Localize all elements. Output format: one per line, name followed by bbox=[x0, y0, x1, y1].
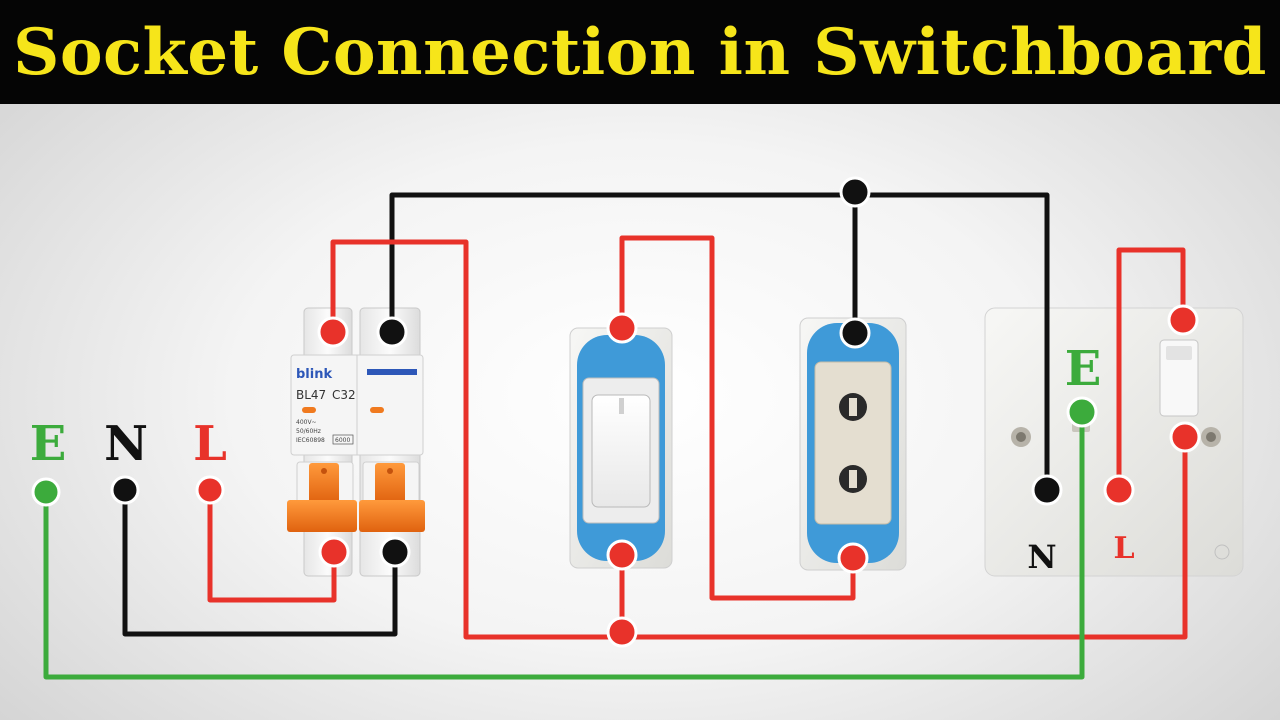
terminal-outlet-live bbox=[1103, 474, 1135, 506]
breaker-spec-capacity: 6000 bbox=[335, 437, 350, 444]
switch-rocker bbox=[591, 394, 651, 508]
breaker-toggle-left bbox=[287, 500, 357, 532]
wire-neutral-bus bbox=[389, 192, 1050, 493]
label-outlet-live: L bbox=[1113, 531, 1134, 566]
label-outlet-neutral: N bbox=[1027, 538, 1056, 576]
breaker-handle-right bbox=[375, 463, 405, 503]
breaker-rating: C32 bbox=[332, 388, 356, 402]
terminal-breaker-neutral-out bbox=[376, 316, 408, 348]
breaker-spec-freq: 50/60Hz bbox=[296, 428, 321, 435]
two-pin-socket bbox=[799, 317, 907, 571]
terminal-switch-bottom bbox=[606, 539, 638, 571]
breaker-model: BL47 bbox=[296, 388, 326, 402]
breaker-spec-voltage: 400V~ bbox=[296, 419, 317, 426]
breaker-handle-left bbox=[309, 463, 339, 503]
wire-live-supply bbox=[207, 487, 337, 603]
label-supply-live: L bbox=[193, 416, 227, 472]
terminal-supply-neutral bbox=[110, 475, 140, 505]
terminal-switch-top bbox=[606, 312, 638, 344]
terminal-outlet-switch bbox=[1167, 304, 1199, 336]
wire-switch-to-socket bbox=[619, 235, 856, 601]
terminal-socket-neutral bbox=[839, 317, 871, 349]
label-outlet-earth: E bbox=[1065, 341, 1102, 397]
terminal-outlet-earth bbox=[1066, 396, 1098, 428]
wire-earth bbox=[43, 409, 1085, 680]
breaker-blue-strip bbox=[367, 369, 417, 375]
terminal-breaker-neutral-in bbox=[379, 536, 411, 568]
page-title: Socket Connection in Switchboard bbox=[13, 14, 1267, 90]
breaker-indicator-left bbox=[302, 407, 316, 413]
junction-live-switch bbox=[606, 616, 638, 648]
breaker-brand: blink bbox=[296, 367, 332, 382]
terminal-outlet-live-pin bbox=[1169, 421, 1201, 453]
socket-face bbox=[814, 361, 892, 525]
terminal-supply-live bbox=[195, 475, 225, 505]
terminal-breaker-live-in bbox=[318, 536, 350, 568]
breaker-spec-standard: IEC60898 bbox=[296, 437, 325, 444]
label-supply-neutral: N bbox=[104, 416, 148, 472]
terminal-breaker-live-out bbox=[317, 316, 349, 348]
one-way-switch bbox=[569, 327, 673, 569]
label-supply-earth: E bbox=[30, 416, 67, 472]
wire-neutral-supply bbox=[122, 487, 398, 637]
terminal-outlet-neutral bbox=[1031, 474, 1063, 506]
terminal-supply-earth bbox=[31, 477, 61, 507]
double-pole-breaker: blink BL47 C32 400V~ 50/60Hz IEC60898 60… bbox=[287, 307, 425, 577]
terminal-socket-live bbox=[837, 542, 869, 574]
breaker-toggle-right bbox=[359, 500, 425, 532]
junction-neutral bbox=[839, 176, 871, 208]
title-bar: Socket Connection in Switchboard bbox=[0, 0, 1280, 104]
wire-outlet-switch-loop bbox=[1116, 247, 1186, 493]
wire-live-bus bbox=[330, 239, 1188, 640]
breaker-indicator-right bbox=[370, 407, 384, 413]
